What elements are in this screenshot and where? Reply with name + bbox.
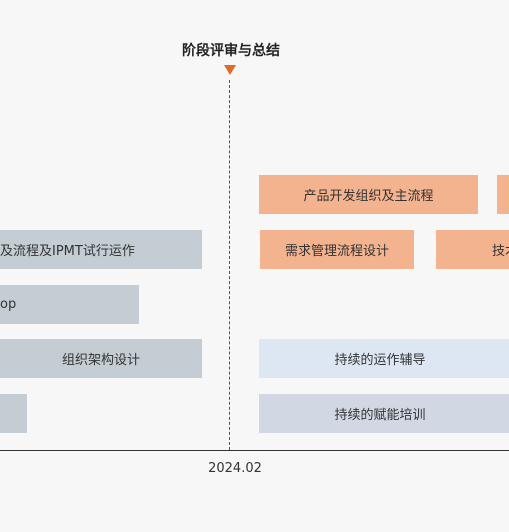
task-bar-clipped xyxy=(0,394,27,433)
task-bar-product-dev-org: 产品开发组织及主流程 xyxy=(259,175,478,214)
task-label: op xyxy=(0,297,17,312)
task-bar-org-structure: 组织架构设计 xyxy=(0,339,202,378)
task-bar-op: op xyxy=(0,285,139,324)
milestone-dashed-line xyxy=(229,80,230,450)
timeline-axis xyxy=(0,450,509,451)
milestone-triangle-icon xyxy=(224,65,236,75)
task-bar-clipped-right xyxy=(497,175,509,214)
task-bar-technology: 技术 xyxy=(436,230,509,269)
task-label: 技术 xyxy=(492,244,509,259)
task-label: 组织架构设计 xyxy=(61,353,140,368)
task-label: 需求管理流程设计 xyxy=(284,244,389,259)
axis-tick-label: 2024.02 xyxy=(208,461,262,476)
task-label: 持续的赋能培训 xyxy=(334,408,426,423)
milestone-title: 阶段评审与总结 xyxy=(182,43,280,59)
task-bar-ongoing-training: 持续的赋能培训 xyxy=(259,394,509,433)
task-bar-ongoing-coaching: 持续的运作辅导 xyxy=(259,339,509,378)
task-label: 持续的运作辅导 xyxy=(334,353,426,368)
task-bar-requirements-mgmt: 需求管理流程设计 xyxy=(260,230,414,269)
task-bar-process-ipmt: 及流程及IPMT试行运作 xyxy=(0,230,202,269)
task-label: 及流程及IPMT试行运作 xyxy=(0,244,135,259)
task-label: 产品开发组织及主流程 xyxy=(303,189,434,204)
